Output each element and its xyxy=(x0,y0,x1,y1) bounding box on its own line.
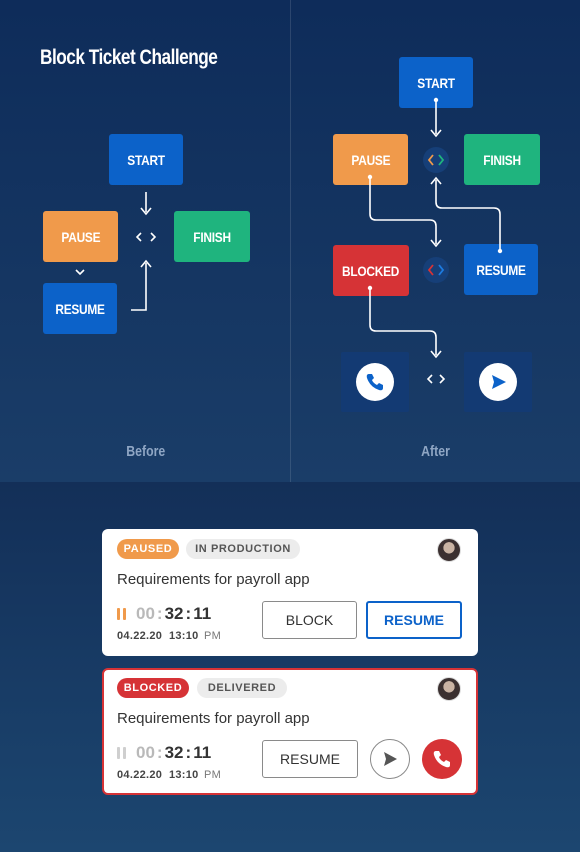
send-icon xyxy=(384,752,397,766)
before-caption: Before xyxy=(126,443,166,460)
stage-badge: DELIVERED xyxy=(197,678,287,698)
ticket-title: Requirements for payroll app xyxy=(117,710,310,727)
panel-divider xyxy=(290,0,291,482)
after-caption: After xyxy=(421,443,451,460)
ticket-date: 04.22.20 13:10 PM xyxy=(117,769,222,781)
before-start-node: START xyxy=(109,134,183,185)
before-finish-node: FINISH xyxy=(174,211,250,262)
before-connectors xyxy=(75,192,157,311)
ticket-timer: 00:32:11 xyxy=(117,743,211,763)
after-finish-node: FINISH xyxy=(464,134,540,185)
ticket-timer: 00:32:11 xyxy=(117,604,211,624)
phone-icon xyxy=(433,751,450,768)
stage-badge: IN PRODUCTION xyxy=(186,539,300,559)
status-badge: BLOCKED xyxy=(117,678,189,698)
resume-button[interactable]: RESUME xyxy=(366,601,462,639)
pause-icon xyxy=(117,747,126,759)
send-icon xyxy=(492,375,506,389)
send-button[interactable] xyxy=(370,739,410,779)
before-pause-node: PAUSE xyxy=(43,211,118,262)
avatar[interactable] xyxy=(437,538,461,562)
ticket-card-blocked: BLOCKED DELIVERED Requirements for payro… xyxy=(102,668,478,795)
page-title: Block Ticket Challenge xyxy=(40,46,218,69)
after-resume-node: RESUME xyxy=(464,244,538,295)
chevron-code-icon xyxy=(135,232,157,242)
after-connectors xyxy=(341,97,532,412)
pause-icon[interactable] xyxy=(117,608,126,620)
resume-button[interactable]: RESUME xyxy=(262,740,358,778)
avatar[interactable] xyxy=(437,677,461,701)
ticket-date: 04.22.20 13:10 PM xyxy=(117,630,222,642)
phone-icon xyxy=(366,374,383,391)
ticket-card-paused: PAUSED IN PRODUCTION Requirements for pa… xyxy=(102,529,478,656)
chevron-down-icon xyxy=(75,269,85,276)
status-badge: PAUSED xyxy=(117,539,179,559)
block-button[interactable]: BLOCK xyxy=(262,601,357,639)
call-button[interactable] xyxy=(422,739,462,779)
ticket-title: Requirements for payroll app xyxy=(117,571,310,588)
before-resume-node: RESUME xyxy=(43,283,117,334)
